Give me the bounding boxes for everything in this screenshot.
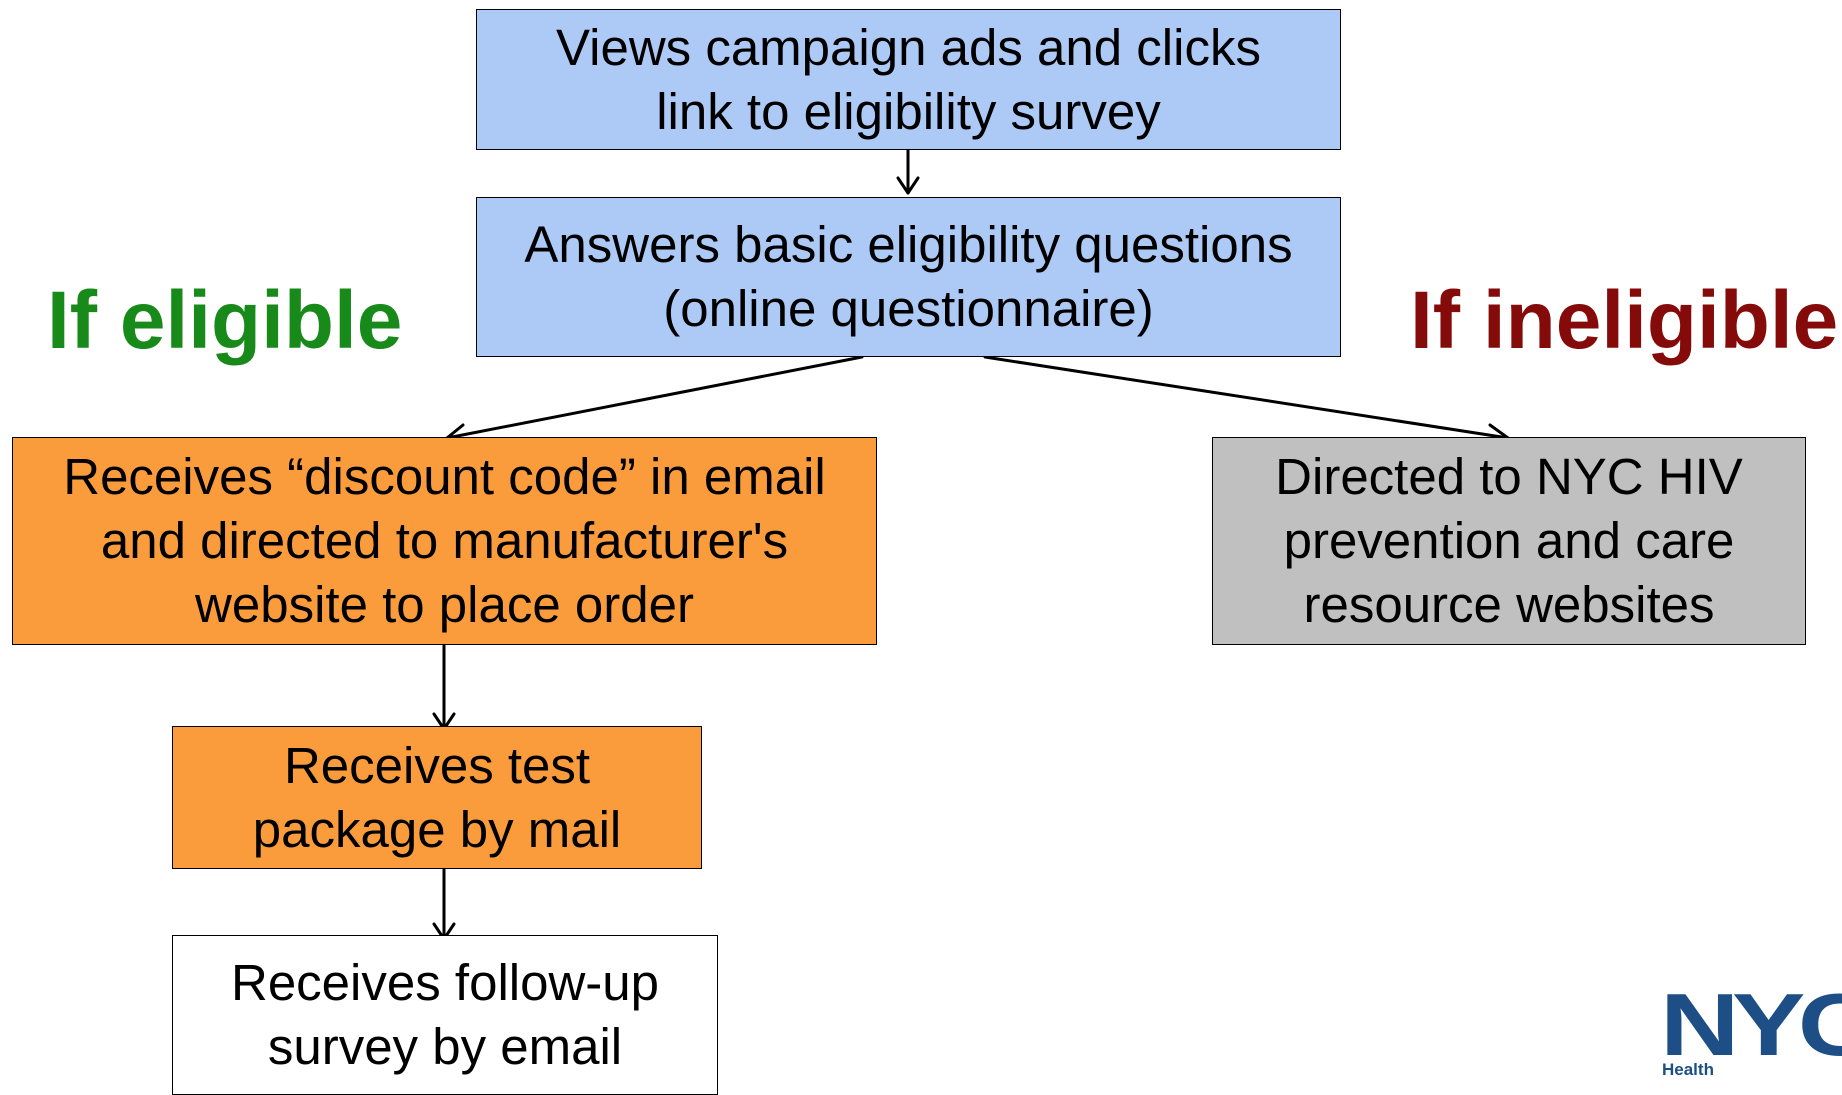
node-directed-to-resources-text: Directed to NYC HIV prevention and care … xyxy=(1275,448,1743,633)
node-receives-test-package-text: Receives test package by mail xyxy=(252,736,622,858)
connector-answers-to-code xyxy=(445,355,864,440)
nyc-health-logo: NYC Health xyxy=(1660,985,1842,1077)
node-receives-follow-up-survey-text: Receives follow-up survey by email xyxy=(230,954,660,1075)
node-answers-questions: Answers basic eligibility questions (onl… xyxy=(476,197,1341,357)
node-receives-follow-up-survey: Receives follow-up survey by email xyxy=(172,935,718,1095)
node-answers-questions-text: Answers basic eligibility questions (onl… xyxy=(524,216,1293,337)
node-directed-to-resources: Directed to NYC HIV prevention and care … xyxy=(1212,437,1806,645)
node-receives-discount-code-text: Receives “discount code” in email and di… xyxy=(63,448,826,633)
label-if-ineligible: If ineligible xyxy=(1410,275,1839,366)
node-views-ads: Views campaign ads and clicks link to el… xyxy=(476,9,1341,150)
arrowhead-views-to-answers xyxy=(896,176,920,195)
connector-answers-to-resources xyxy=(983,355,1510,440)
node-views-ads-text: Views campaign ads and clicks link to el… xyxy=(556,18,1261,140)
nyc-logo-subtext: Health xyxy=(1662,1060,1714,1078)
node-receives-discount-code: Receives “discount code” in email and di… xyxy=(12,437,877,645)
nyc-logo-mark: NYC xyxy=(1660,985,1842,1074)
node-receives-test-package: Receives test package by mail xyxy=(172,726,702,869)
label-if-eligible: If eligible xyxy=(47,275,403,366)
